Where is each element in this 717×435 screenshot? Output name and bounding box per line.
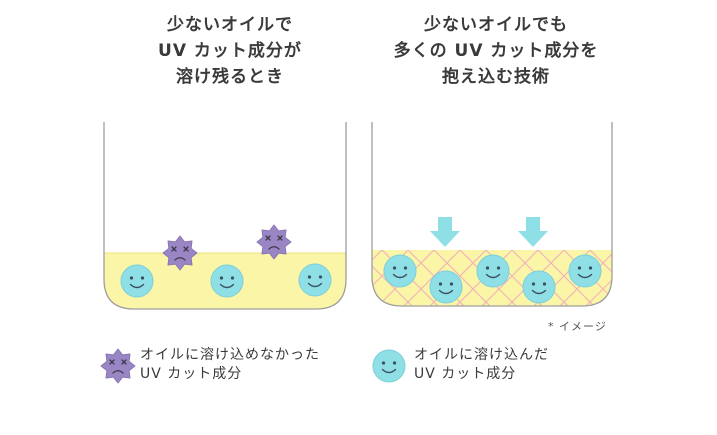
legend-undissolved-line-2: UV カット成分	[140, 366, 243, 382]
happy-uv-particle-icon	[429, 270, 463, 304]
legend-dissolved-line-2: UV カット成分	[414, 366, 517, 382]
left-panel-title: 少ないオイルで UV カット成分が 溶け残るとき	[100, 12, 360, 90]
legend-dissolved-label: オイルに溶け込んだ UV カット成分	[414, 346, 549, 384]
right-panel-title: 少ないオイルでも 多くの UV カット成分を 抱え込む技術	[366, 12, 626, 90]
happy-uv-particle-icon	[120, 264, 154, 298]
legend-undissolved-line-1: オイルに溶け込めなかった	[140, 347, 320, 363]
down-arrow-icon	[430, 217, 460, 247]
legend-undissolved-icon	[100, 348, 136, 384]
happy-uv-particle-icon	[476, 254, 510, 288]
happy-uv-particle-icon	[522, 270, 556, 304]
undissolved-uv-particle-icon	[256, 224, 292, 260]
happy-uv-particle-icon	[383, 254, 417, 288]
image-note: * イメージ	[548, 320, 607, 333]
left-title-line-1: 少ないオイルで	[167, 15, 293, 35]
undissolved-uv-particle-icon	[162, 235, 198, 271]
legend-dissolved-line-1: オイルに溶け込んだ	[414, 347, 549, 363]
left-title-line-3: 溶け残るとき	[176, 67, 284, 87]
down-arrow-icon	[518, 217, 548, 247]
left-title-line-2: UV カット成分が	[158, 41, 302, 61]
right-title-line-3: 抱え込む技術	[442, 67, 550, 87]
right-container	[371, 122, 613, 307]
happy-uv-particle-icon	[298, 263, 332, 297]
legend-undissolved-label: オイルに溶け込めなかった UV カット成分	[140, 346, 320, 384]
left-container	[103, 122, 347, 310]
right-title-line-2: 多くの UV カット成分を	[393, 41, 599, 61]
happy-uv-particle-icon	[210, 264, 244, 298]
legend-dissolved-icon	[372, 349, 406, 383]
right-title-line-1: 少ないオイルでも	[424, 15, 568, 35]
happy-uv-particle-icon	[568, 254, 602, 288]
